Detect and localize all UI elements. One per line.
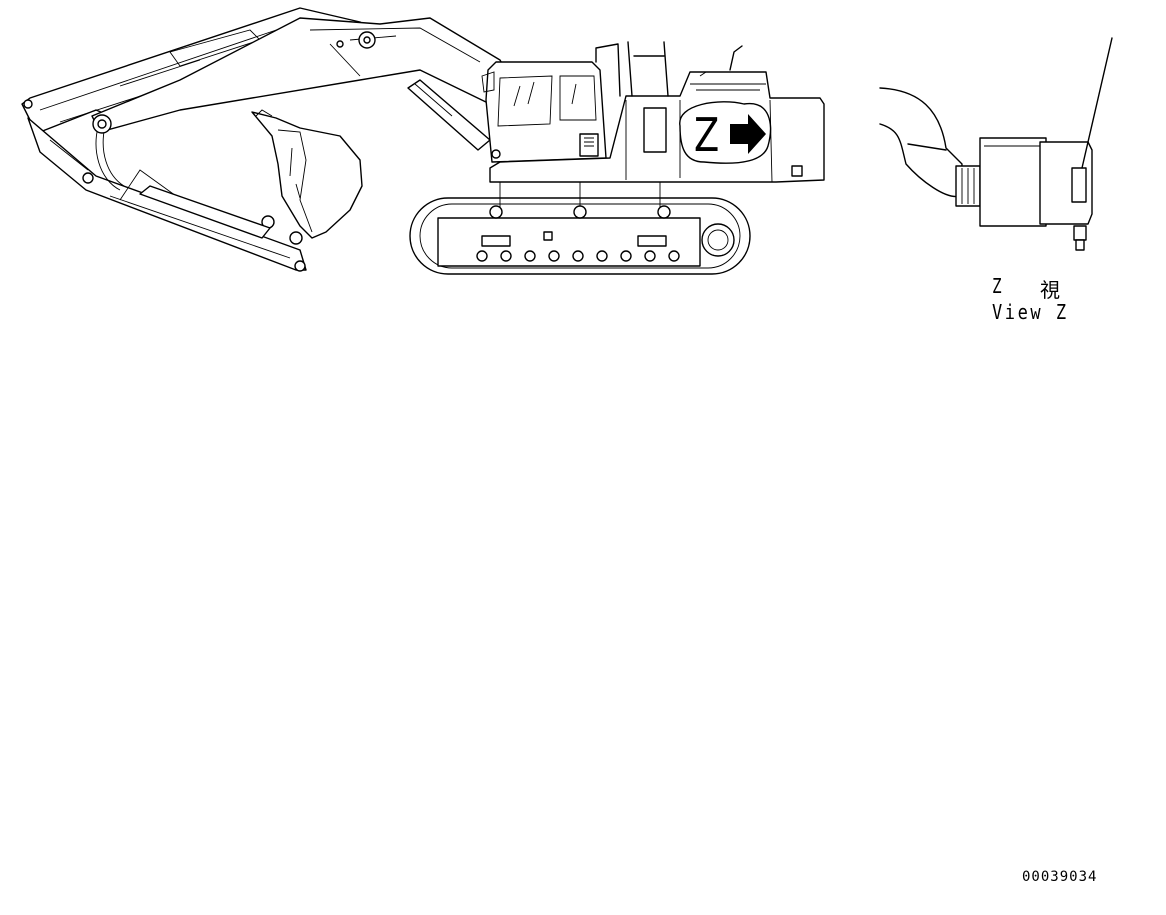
view-z-caption: View Z — [992, 300, 1069, 324]
z-marker-letter: Z — [694, 108, 720, 162]
bucket — [251, 109, 363, 239]
track-rollers — [476, 250, 680, 262]
view-kanji: 視 — [1040, 278, 1063, 302]
part-number: 00039034 — [1022, 869, 1098, 885]
label-plate — [1071, 167, 1087, 203]
upper-structure — [489, 41, 825, 183]
arrow-icon — [730, 114, 766, 154]
z-marker-patch — [679, 101, 772, 164]
leader-line — [1081, 37, 1113, 169]
view-z-letter: Z — [992, 274, 1005, 298]
boom — [91, 17, 521, 133]
cab — [481, 61, 607, 163]
crawler-track — [409, 182, 751, 275]
view-z-detail — [879, 37, 1113, 251]
boom-arm-assembly — [21, 7, 521, 272]
